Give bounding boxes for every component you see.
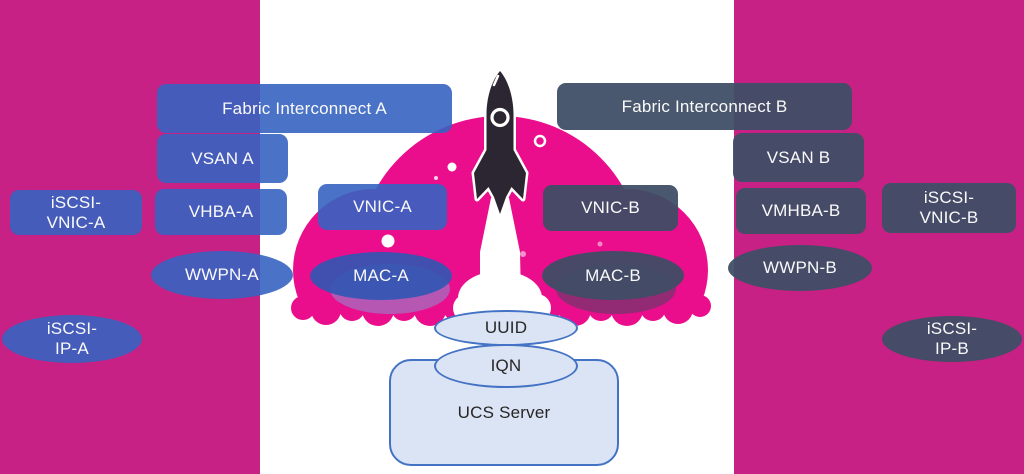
uuid-ellipse: UUID bbox=[434, 310, 578, 346]
fabric-interconnect-a-box: Fabric Interconnect A bbox=[157, 84, 452, 133]
right-magenta-bar bbox=[734, 0, 1024, 474]
left-magenta-bar bbox=[0, 0, 260, 474]
iscsi-ip-b-ellipse: iSCSI- IP-B bbox=[882, 316, 1022, 362]
uuid-label: UUID bbox=[484, 318, 528, 337]
iscsi-ip-a-label: iSCSI- IP-A bbox=[46, 319, 98, 358]
fabric-interconnect-a-label: Fabric Interconnect A bbox=[222, 98, 387, 118]
fabric-interconnect-b-box: Fabric Interconnect B bbox=[557, 83, 852, 130]
mac-a-label: MAC-A bbox=[353, 266, 409, 285]
iscsi-ip-a-ellipse: iSCSI- IP-A bbox=[2, 315, 142, 363]
mac-a-ellipse: MAC-A bbox=[310, 252, 452, 300]
vsan-b-box: VSAN B bbox=[733, 133, 864, 182]
star-dots bbox=[381, 134, 636, 257]
iscsi-vnic-a-label: iSCSI- VNIC-A bbox=[46, 192, 106, 232]
ucs-server-box: UCS Server bbox=[389, 359, 619, 466]
wwpn-a-ellipse: WWPN-A bbox=[151, 251, 293, 299]
vnic-b-label: VNIC-B bbox=[581, 198, 640, 217]
vmhba-b-label: VMHBA-B bbox=[761, 201, 841, 220]
rocket-icon bbox=[471, 68, 529, 217]
vmhba-b-box: VMHBA-B bbox=[736, 188, 866, 234]
iscsi-vnic-b-box: iSCSI- VNIC-B bbox=[882, 183, 1016, 233]
vnic-b-box: VNIC-B bbox=[543, 185, 678, 231]
vhba-a-box: VHBA-A bbox=[155, 189, 287, 235]
iscsi-ip-b-label: iSCSI- IP-B bbox=[926, 319, 978, 358]
mac-b-ellipse: MAC-B bbox=[542, 251, 684, 300]
wwpn-a-label: WWPN-A bbox=[185, 265, 259, 284]
iqn-ellipse: IQN bbox=[434, 344, 578, 388]
vnic-a-box: VNIC-A bbox=[318, 184, 447, 230]
iscsi-vnic-b-label: iSCSI- VNIC-B bbox=[919, 188, 979, 227]
mac-b-label: MAC-B bbox=[585, 265, 641, 285]
wwpn-b-ellipse: WWPN-B bbox=[728, 245, 872, 291]
vhba-a-label: VHBA-A bbox=[188, 202, 254, 221]
vsan-a-label: VSAN A bbox=[191, 148, 254, 168]
vsan-b-label: VSAN B bbox=[766, 147, 831, 167]
ucs-server-label: UCS Server bbox=[457, 402, 551, 422]
iscsi-vnic-a-box: iSCSI- VNIC-A bbox=[10, 190, 142, 235]
iqn-label: IQN bbox=[490, 356, 522, 375]
vnic-a-label: VNIC-A bbox=[353, 197, 412, 216]
wwpn-b-label: WWPN-B bbox=[763, 258, 837, 277]
fabric-interconnect-b-label: Fabric Interconnect B bbox=[621, 96, 788, 116]
vsan-a-box: VSAN A bbox=[157, 134, 288, 183]
